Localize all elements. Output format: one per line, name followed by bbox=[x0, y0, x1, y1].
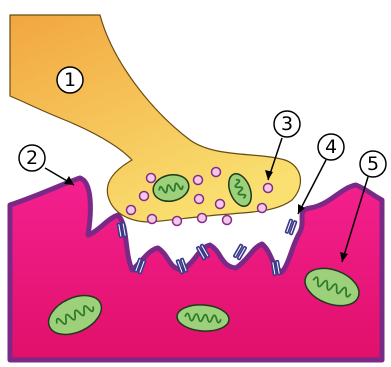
callout-3: 3 bbox=[274, 111, 300, 137]
callout-5-label: 5 bbox=[367, 153, 379, 175]
vesicle bbox=[258, 204, 267, 213]
vesicle bbox=[173, 217, 182, 226]
vesicle bbox=[147, 174, 156, 183]
callout-5: 5 bbox=[360, 151, 386, 177]
vesicle bbox=[223, 216, 232, 225]
vesicle bbox=[140, 192, 149, 201]
vesicle bbox=[264, 184, 273, 193]
vesicle bbox=[216, 200, 225, 209]
callout-4-label: 4 bbox=[325, 136, 337, 158]
vesicle bbox=[198, 214, 207, 223]
vesicle bbox=[195, 195, 204, 204]
vesicle bbox=[148, 215, 157, 224]
callout-1-label: 1 bbox=[64, 69, 76, 91]
callout-4: 4 bbox=[318, 134, 344, 160]
vesicle bbox=[212, 168, 221, 177]
receptor-icon bbox=[285, 219, 296, 235]
callout-3-label: 3 bbox=[281, 113, 293, 135]
callout-2: 2 bbox=[19, 145, 45, 171]
callout-2-label: 2 bbox=[26, 147, 38, 169]
vesicle bbox=[194, 176, 203, 185]
vesicle bbox=[127, 206, 136, 215]
callout-1: 1 bbox=[57, 67, 83, 93]
